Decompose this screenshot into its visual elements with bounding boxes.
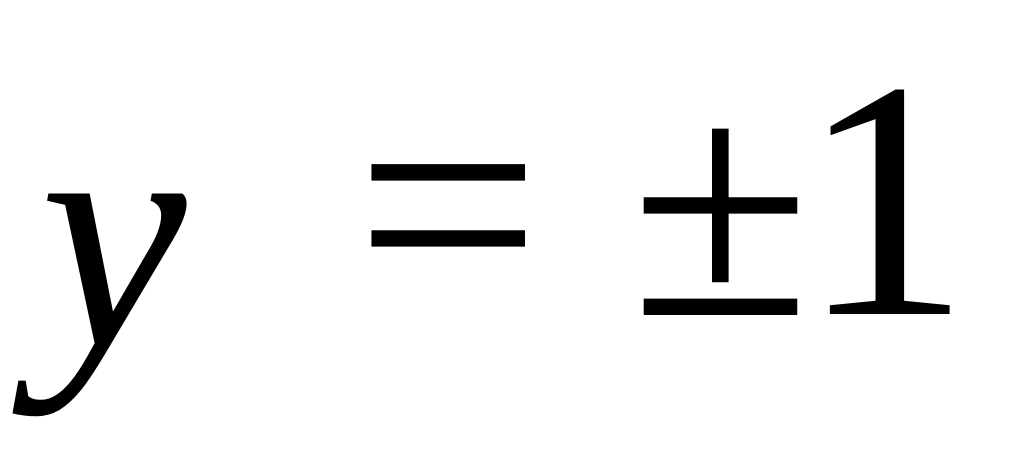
plus-minus-sign: ±	[630, 22, 812, 387]
formula-value: 1	[800, 11, 970, 388]
formula-variable: y	[40, 52, 187, 417]
equals-sign: =	[355, 22, 542, 387]
